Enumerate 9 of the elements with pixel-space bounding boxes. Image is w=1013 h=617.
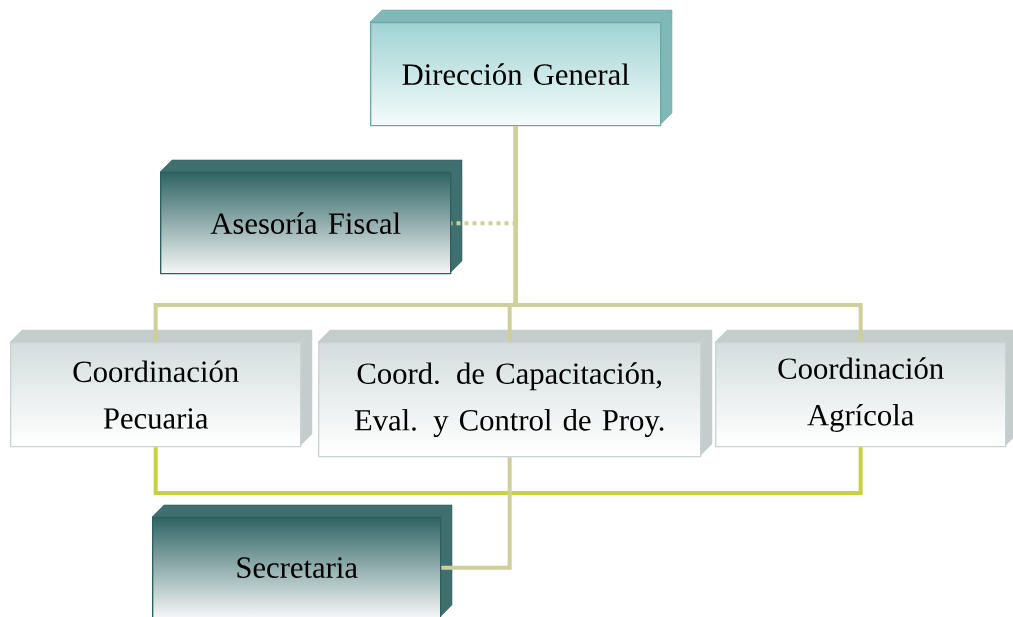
connector-line (153, 447, 863, 495)
connector-line (513, 126, 863, 342)
org-box: Coordinación Agrícola (714, 329, 1013, 448)
org-box: Coord. de Capacitación, Eval. y Control de Proy. (317, 329, 713, 458)
org-box: Coordinación Pecuaria (9, 329, 313, 448)
org-box: Asesoría Fiscal (159, 159, 463, 275)
org-box: Dirección General (369, 9, 673, 127)
org-box: Secretaria (151, 504, 453, 617)
connector-line (441, 457, 512, 570)
